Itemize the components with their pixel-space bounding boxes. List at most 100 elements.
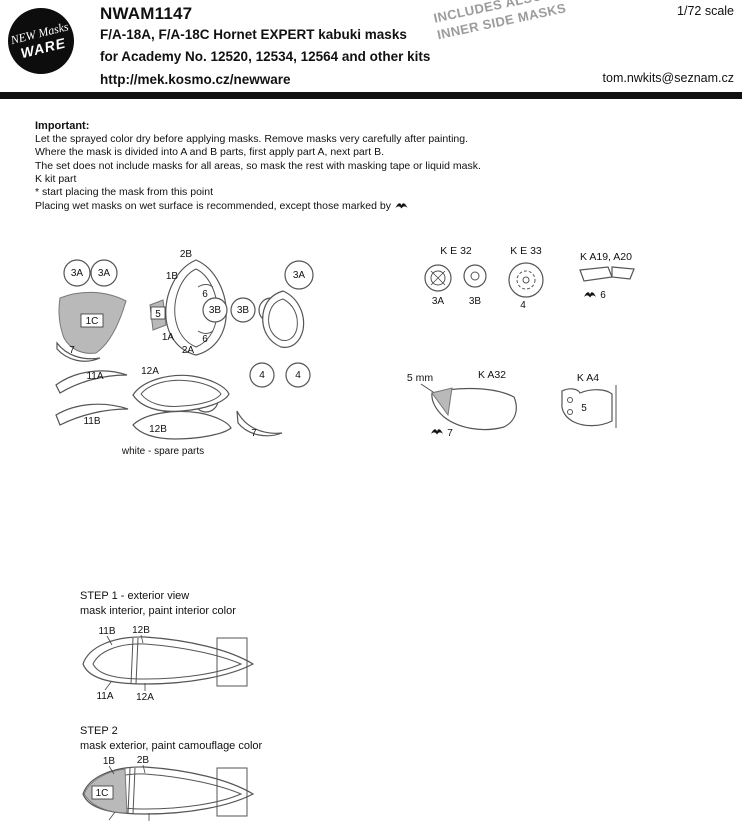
- mask-label: 4: [295, 370, 301, 381]
- sheet-caption: white - spare parts: [121, 446, 204, 457]
- contact-email: tom.nwkits@seznam.cz: [602, 71, 734, 85]
- canopy-tab: [216, 767, 248, 817]
- newware-bird-icon: [584, 292, 596, 298]
- step1-title: STEP 1 - exterior view: [80, 590, 190, 602]
- mask-arc-7: [56, 341, 101, 362]
- step2-title: STEP 2: [80, 725, 118, 737]
- product-subtitle: for Academy No. 12520, 12534, 12564 and …: [100, 49, 431, 64]
- detail-label: 5: [581, 403, 587, 414]
- step2-subtitle: mask exterior, paint camouflage color: [80, 740, 263, 752]
- mask-circle-3a: [63, 259, 91, 287]
- website-url: http://mek.kosmo.cz/newware: [100, 72, 291, 87]
- mask-circle-4: [249, 362, 275, 388]
- important-instructions: Important: Let the sprayed color dry bef…: [35, 120, 675, 213]
- wheel-mask-3b-hub: [470, 271, 480, 281]
- wheel-mask-4: [508, 262, 544, 298]
- mask-label: 11A: [86, 371, 103, 382]
- mask-label: 3A: [71, 268, 84, 279]
- leader-line: [106, 635, 113, 646]
- instructions-heading: Important:: [35, 120, 90, 132]
- canopy-profile-inner: [92, 643, 243, 680]
- product-title: F/A-18A, F/A-18C Hornet EXPERT kabuki ma…: [100, 27, 407, 42]
- detail-title: K E 32: [440, 245, 472, 257]
- mask-label: 11B: [83, 416, 100, 427]
- intake-mask: [561, 388, 613, 427]
- detail-ka32: 5 mm K A32 7: [407, 369, 517, 439]
- mask-circle-3b: [202, 297, 228, 323]
- detail-ka4: K A4 5: [561, 372, 617, 428]
- mask-sliver-6: [197, 284, 214, 288]
- mask-windscreen-frame-inner: [268, 298, 298, 341]
- mask-label: 6: [202, 289, 208, 300]
- newware-bird-icon: [395, 203, 408, 209]
- nose-cone-tip-mask: [431, 387, 453, 417]
- part-label: 11B: [98, 626, 115, 637]
- instruction-line: K kit part: [35, 172, 77, 185]
- instruction-line: Placing wet masks on wet surface is reco…: [35, 200, 391, 213]
- wheel-mask-4-hub: [522, 276, 530, 284]
- mask-arc-7: [236, 410, 283, 437]
- mask-arc-11a: [55, 370, 128, 394]
- measure-label: 5 mm: [407, 372, 434, 384]
- part-label: 11A: [96, 691, 113, 702]
- instruction-line: * start placing the mask from this point: [35, 186, 213, 199]
- mask-shapes-cluster: 3A 3A 3A 1C 7 2B 1B 5 6 6: [55, 249, 314, 457]
- newware-logo: NEW Masks WARE: [8, 8, 74, 74]
- mask-hole: [567, 397, 573, 403]
- mask-circle-3a: [90, 259, 118, 287]
- detail-label: 6: [600, 290, 606, 301]
- mask-label: 3B: [237, 305, 250, 316]
- frame-divider: [135, 637, 139, 685]
- mask-label: 5: [155, 309, 161, 320]
- instruction-line-with-icon: Placing wet masks on wet surface is reco…: [35, 199, 675, 213]
- detail-ka19-a20: K A19, A20 6: [579, 251, 635, 301]
- header-divider-bar: [0, 92, 742, 99]
- frame-divider: [127, 767, 131, 815]
- detail-ke32: K E 32 3A 3B: [424, 245, 487, 307]
- mask-label: 1B: [166, 271, 179, 282]
- instruction-line: Let the sprayed color dry before applyin…: [35, 133, 469, 146]
- mask-arc-11b: [55, 403, 129, 426]
- leader-line: [104, 681, 112, 691]
- detail-ke33: K E 33 4: [508, 245, 544, 311]
- mask-label: 7: [69, 345, 75, 356]
- detail-label: 3B: [469, 296, 482, 307]
- mask-label: 2B: [180, 249, 193, 260]
- leader-line: [108, 811, 116, 821]
- product-code: NWAM1147: [100, 4, 193, 23]
- mask-label: 1A: [162, 332, 175, 343]
- mask-side-12b: [132, 410, 232, 440]
- mask-label: 4: [259, 370, 265, 381]
- instruction-line: The set does not include masks for all a…: [35, 159, 481, 172]
- detail-label: 3A: [432, 296, 445, 307]
- mask-label: 3B: [209, 305, 222, 316]
- mask-sheet-diagram: 3A 3A 3A 1C 7 2B 1B 5 6 6: [55, 245, 635, 457]
- detail-title: K A4: [577, 372, 599, 384]
- mask-hole: [567, 409, 573, 415]
- mask-circle-3b: [230, 297, 256, 323]
- step2-diagram: 1B 2B 1C 1A 2A: [82, 755, 255, 822]
- detail-title: K A19, A20: [580, 251, 632, 263]
- mask-strip: [611, 266, 635, 280]
- instruction-line: Where the mask is divided into A and B p…: [35, 146, 385, 159]
- includes-note: INCLUDES ALSO WINDOWS INNER SIDE MASKS: [432, 0, 674, 43]
- mask-circle-3a: [284, 260, 314, 290]
- label-box: [150, 306, 166, 320]
- newware-bird-icon: [431, 429, 443, 435]
- wheel-mask-3a-hub: [430, 270, 446, 286]
- step1-diagram: 11B 12B 11A 12A: [82, 625, 255, 702]
- frame-divider: [130, 637, 134, 685]
- mask-label: 1C: [86, 316, 99, 327]
- detail-label: 4: [520, 300, 526, 311]
- mask-label: 3A: [98, 268, 111, 279]
- detail-title: K E 33: [510, 245, 542, 257]
- detail-title: K A32: [478, 369, 506, 381]
- mask-side-12a-inner: [140, 379, 222, 407]
- part-label: 1B: [103, 756, 116, 767]
- mask-sliver-6: [197, 330, 214, 334]
- mask-label: 3A: [293, 270, 306, 281]
- canopy-tab: [216, 637, 248, 687]
- mask-label: 12A: [141, 366, 159, 377]
- canopy-profile-outer: [82, 636, 255, 685]
- wheel-spoke: [430, 270, 446, 286]
